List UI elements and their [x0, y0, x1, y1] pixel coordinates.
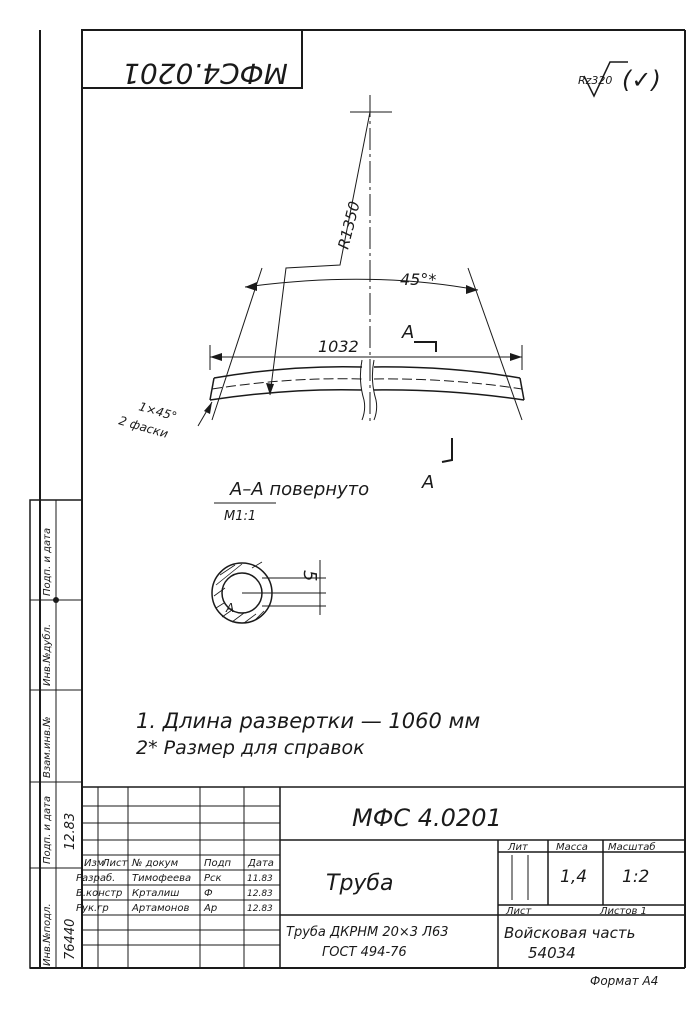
- tb-r2-sign: Ф: [204, 888, 213, 899]
- tb-sheet: Лист: [505, 906, 533, 917]
- tb-scale: 1:2: [622, 867, 649, 887]
- tb-org-2: 54034: [528, 944, 576, 962]
- tb-r2-name: Крталиш: [132, 888, 179, 899]
- tb-hdr-date: Дата: [247, 858, 274, 869]
- tb-r2-role: В.констр: [76, 888, 122, 899]
- section-inner-mark: А: [225, 601, 234, 615]
- tb-col-scale: Масштаб: [608, 841, 656, 853]
- tb-code: МФС 4.0201: [352, 804, 502, 832]
- tube-body: [209, 359, 525, 421]
- side-strip: Инв.№подл. Подп. и дата Взам.инв.№ Инв.№…: [29, 499, 83, 969]
- roughness-paren: (✓): [622, 66, 661, 94]
- tb-r3-role: Рук.гр: [76, 903, 109, 914]
- section-title: А–А повернуто: [229, 479, 369, 500]
- tb-material-2: ГОСТ 494-76: [322, 945, 407, 960]
- tb-r3-date: 12.83: [247, 904, 273, 914]
- section-view: А–А повернуто М1:1 5 А: [211, 479, 369, 624]
- tb-mass: 1,4: [560, 867, 587, 887]
- tb-col-mass: Масса: [556, 842, 588, 853]
- tb-r1-sign: Рск: [204, 873, 222, 884]
- tb-material-1: Труба ДКРНМ 20×3 Л63: [286, 925, 449, 940]
- angle-label: 45°*: [400, 270, 436, 289]
- tb-col-lit: Лит: [507, 842, 529, 853]
- format-label: Формат А4: [590, 974, 658, 988]
- top-code-text: МФС4.0201: [122, 57, 288, 90]
- section-mark-lower: А: [421, 472, 434, 493]
- tb-r1-role: Разраб.: [76, 872, 115, 884]
- note-2: 2* Размер для справок: [136, 737, 365, 759]
- tb-sheets: Листов 1: [599, 906, 647, 917]
- tb-org-1: Войсковая часть: [504, 924, 635, 942]
- side-col-sign-date: Подп. и дата: [42, 796, 53, 864]
- title-block: Изм Лист № докум Подп Дата Разраб. Тимоф…: [76, 786, 685, 968]
- roughness-symbol: Rz320 (✓): [578, 61, 661, 98]
- side-col-sign-date-2: Подп. и дата: [42, 528, 53, 596]
- radius-label: R1350: [334, 199, 363, 251]
- wall-thickness-label: 5: [299, 570, 320, 581]
- top-code-box: МФС4.0201: [81, 29, 303, 90]
- section-mark-upper: А: [401, 322, 414, 343]
- tb-r1-name: Тимофеева: [132, 873, 191, 884]
- tb-hdr-list: Лист: [101, 858, 129, 869]
- note-1: 1. Длина развертки — 1060 мм: [136, 709, 480, 733]
- side-col-inv: Инв.№подл.: [42, 903, 53, 966]
- main-view: R1350 45°* 1032 А: [117, 95, 525, 493]
- tb-r3-name: Артамонов: [131, 903, 189, 914]
- section-scale: М1:1: [224, 509, 256, 524]
- side-col-dup: Инв.№дубл.: [41, 624, 53, 686]
- section-hatch: [213, 561, 265, 624]
- tb-r2-date: 12.83: [247, 889, 273, 899]
- tb-r3-sign: Ар: [203, 903, 217, 914]
- tb-hdr-sign: Подп: [204, 858, 232, 869]
- tb-name: Труба: [326, 871, 393, 896]
- tb-r1-date: 11.83: [247, 874, 273, 884]
- tb-hdr-doc: № докум: [131, 858, 179, 869]
- chord-label: 1032: [318, 337, 359, 356]
- side-col-replace: Взам.инв.№: [42, 716, 53, 778]
- roughness-value: Rz320: [578, 74, 612, 87]
- tb-hdr-izm: Изм: [84, 858, 105, 869]
- side-date-value: 12.83: [63, 813, 78, 850]
- side-inv-value: 76440: [63, 919, 78, 960]
